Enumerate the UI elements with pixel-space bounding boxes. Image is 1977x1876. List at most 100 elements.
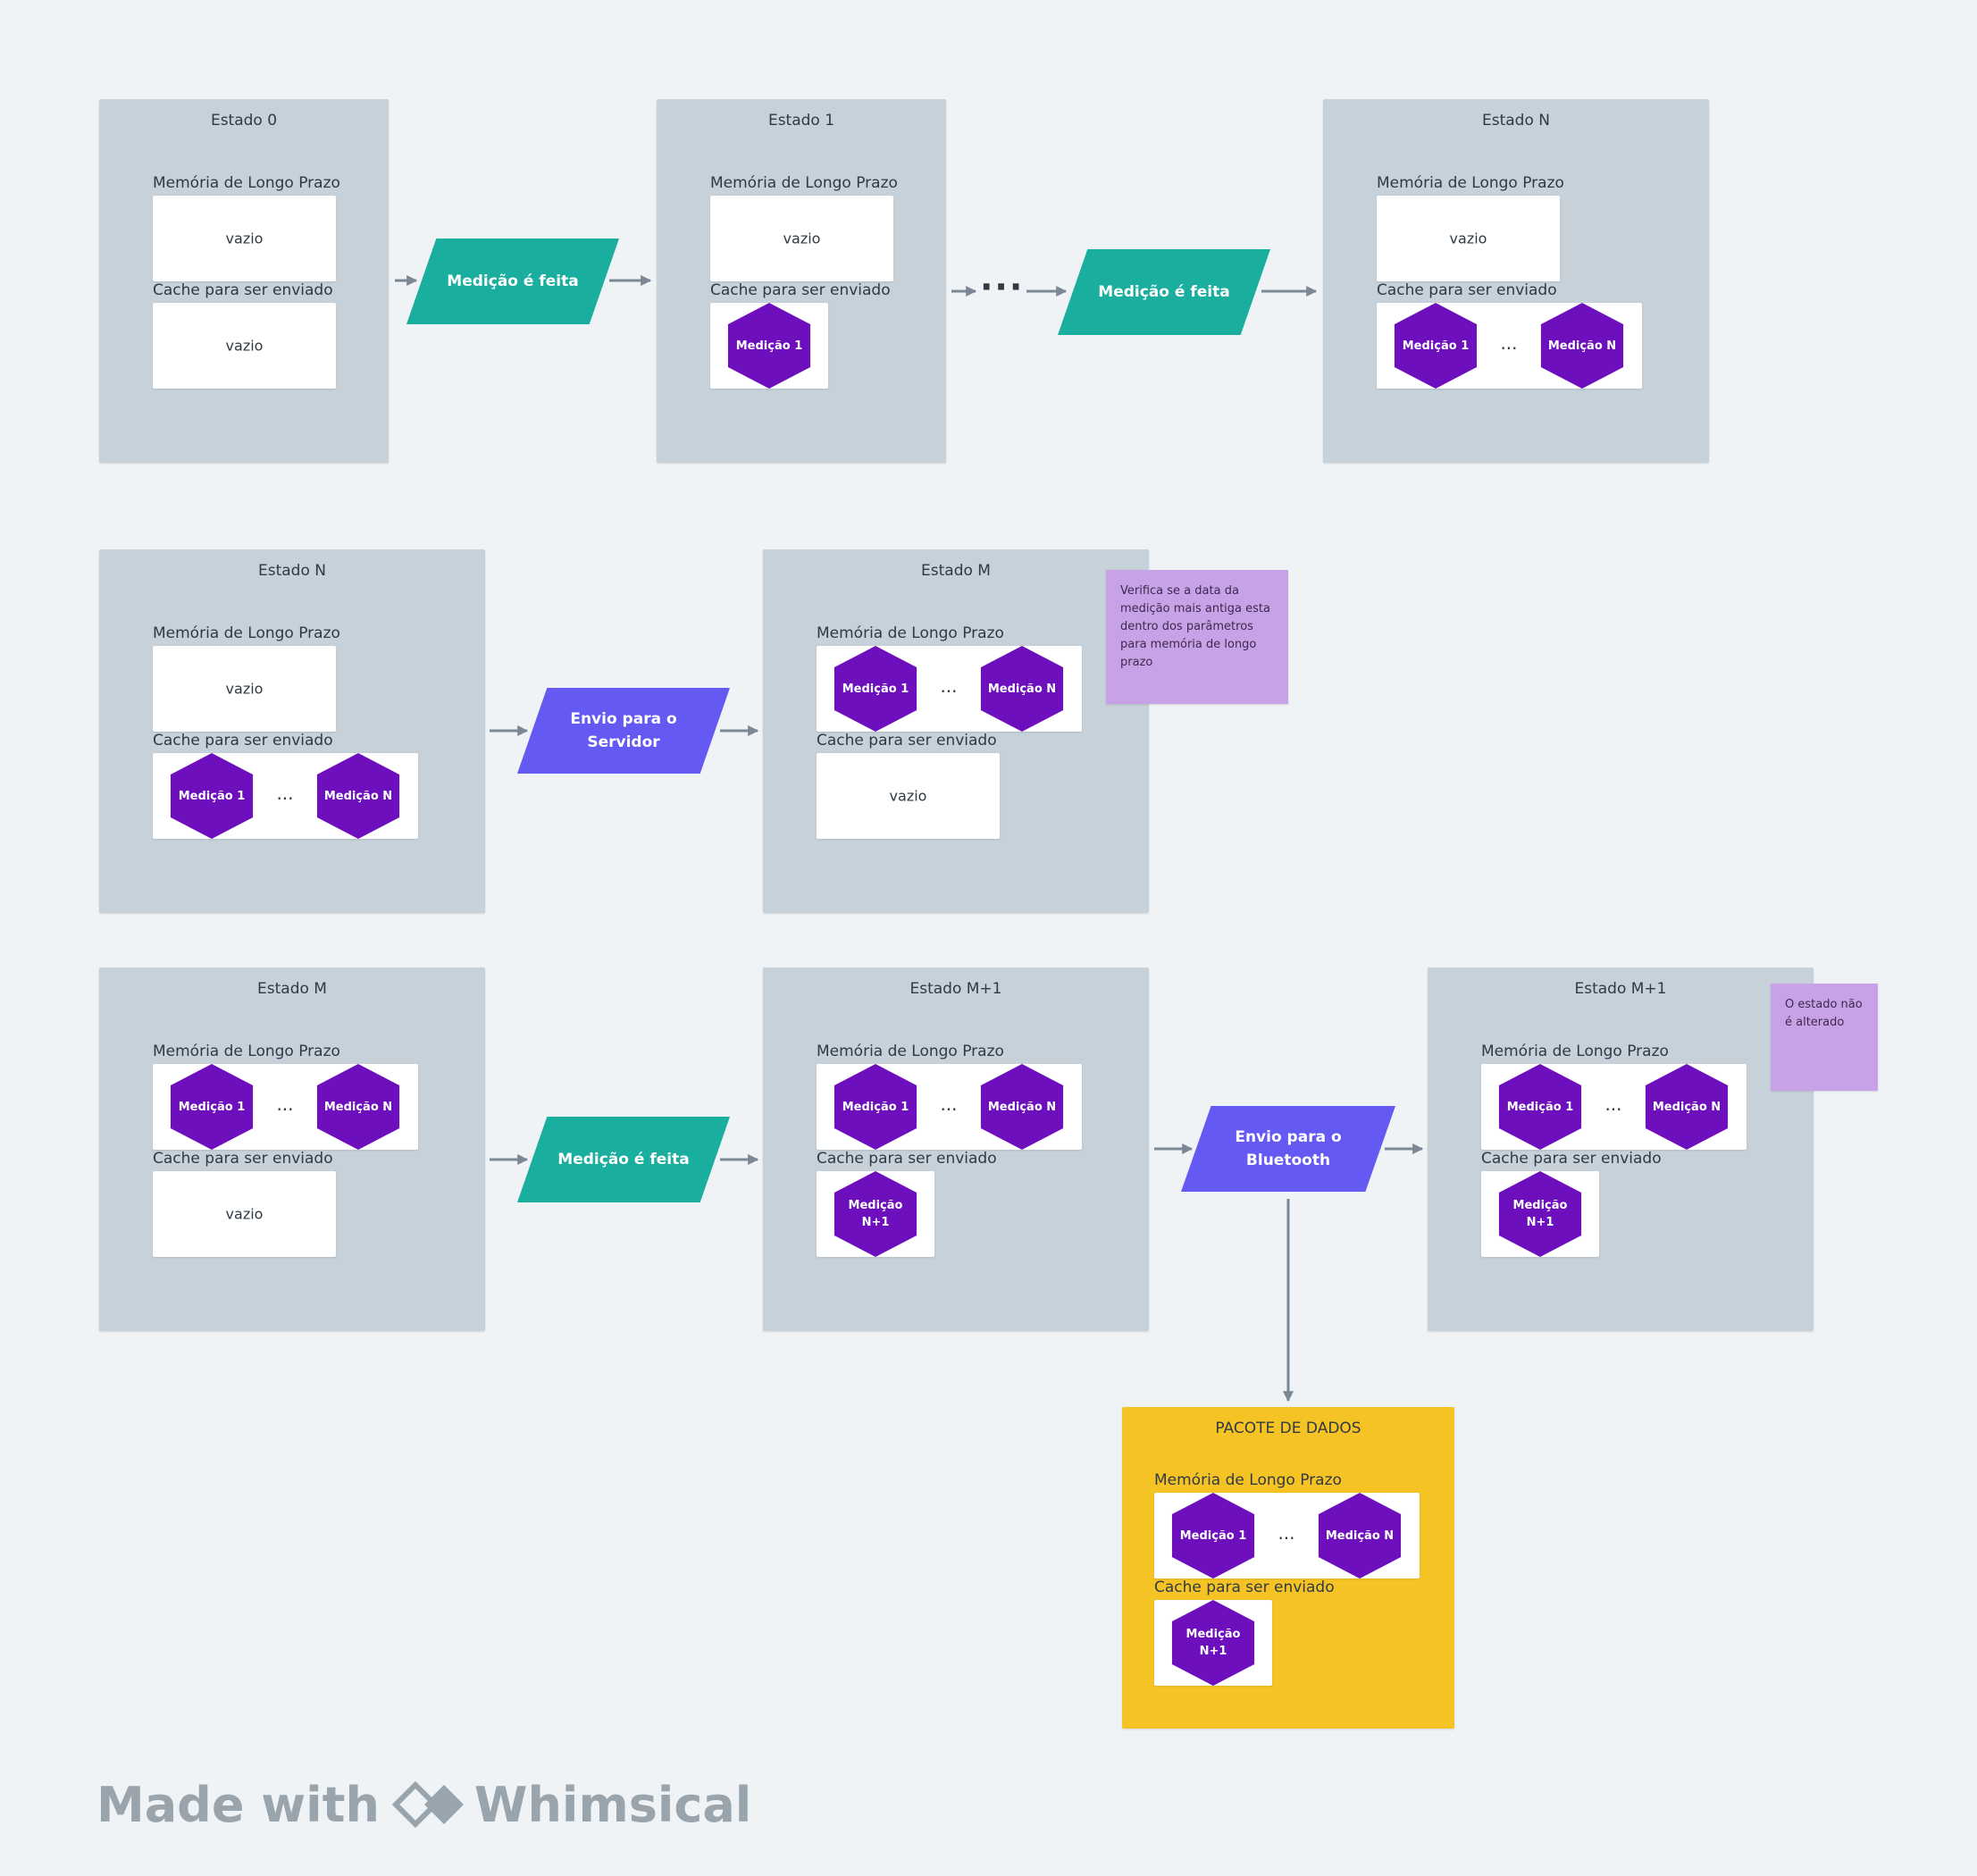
cache-label: Cache para ser enviado xyxy=(153,1150,333,1168)
package-title: PACOTE DE DADOS xyxy=(1215,1420,1361,1437)
cache-label: Cache para ser enviado xyxy=(1154,1579,1335,1596)
memoria-label: Memória de Longo Prazo xyxy=(153,624,340,642)
process-envio-servidor: Envio para o Servidor xyxy=(517,688,730,774)
cache-box: vazio xyxy=(153,1171,336,1257)
cache-box: Medição N+1 xyxy=(1154,1600,1272,1686)
hexagon-medicao-n-plus-1: Medição N+1 xyxy=(834,1171,917,1257)
flow-ellipsis: ··· xyxy=(980,267,1025,306)
ellipsis: ... xyxy=(940,675,958,697)
memoria-label: Memória de Longo Prazo xyxy=(153,1043,340,1060)
process-label: Medição é feita xyxy=(1098,283,1230,301)
process-medicao-feita: Medição é feita xyxy=(406,239,619,324)
hexagon-medicao-n: Medição N xyxy=(316,753,400,839)
empty-text: vazio xyxy=(1449,230,1487,247)
hexagon-medicao-1: Medição 1 xyxy=(834,646,917,732)
hexagon-medicao-n: Medição N xyxy=(1540,303,1624,389)
process-medicao-feita: Medição é feita xyxy=(1058,249,1270,335)
ellipsis: ... xyxy=(1604,1093,1622,1115)
empty-text: vazio xyxy=(225,1205,264,1223)
hexagon-medicao-1: Medição 1 xyxy=(170,1064,254,1150)
cache-label: Cache para ser enviado xyxy=(817,732,997,750)
state-estado-1: Estado 1 Memória de Longo Prazo vazio Ca… xyxy=(657,99,946,463)
cache-box: vazio xyxy=(817,753,1000,839)
cache-label: Cache para ser enviado xyxy=(710,281,891,299)
state-title: Estado M xyxy=(921,562,991,580)
sticky-note-verifica: Verifica se a data da medição mais antig… xyxy=(1106,570,1288,704)
cache-label: Cache para ser enviado xyxy=(817,1150,997,1168)
hexagon-medicao-1: Medição 1 xyxy=(1394,303,1478,389)
memoria-box: Medição 1 ... Medição N xyxy=(817,646,1082,732)
cache-box: vazio xyxy=(153,303,336,389)
cache-box: Medição 1 ... Medição N xyxy=(153,753,418,839)
state-title: Estado N xyxy=(258,562,326,580)
state-estado-m-plus-1: Estado M+1 Memória de Longo Prazo Mediçã… xyxy=(763,967,1149,1331)
memoria-label: Memória de Longo Prazo xyxy=(817,1043,1004,1060)
hexagon-medicao-1: Medição 1 xyxy=(1498,1064,1582,1150)
hexagon-medicao-n-plus-1: Medição N+1 xyxy=(1171,1600,1255,1686)
process-label: Envio para o Servidor xyxy=(570,710,677,751)
whimsical-watermark: Made with Whimsical xyxy=(96,1773,751,1836)
hexagon-medicao-n: Medição N xyxy=(1318,1493,1402,1579)
cache-box: Medição N+1 xyxy=(817,1171,934,1257)
hexagon-medicao-1: Medição 1 xyxy=(834,1064,917,1150)
memoria-box: vazio xyxy=(153,196,336,281)
ellipsis: ... xyxy=(276,1093,294,1115)
state-title: Estado 0 xyxy=(210,112,278,130)
state-title: Estado M+1 xyxy=(909,980,1002,998)
cache-box: Medição N+1 xyxy=(1481,1171,1599,1257)
state-estado-m-plus-1-2: Estado M+1 Memória de Longo Prazo Mediçã… xyxy=(1428,967,1814,1331)
data-package: PACOTE DE DADOS Memória de Longo Prazo M… xyxy=(1122,1407,1454,1729)
hexagon-medicao-n: Medição N xyxy=(980,646,1064,732)
hexagon-medicao-n: Medição N xyxy=(980,1064,1064,1150)
sticky-note-inalterado: O estado não é alterado xyxy=(1771,984,1878,1091)
state-estado-n-2: Estado N Memória de Longo Prazo vazio Ca… xyxy=(99,549,485,913)
state-title: Estado M xyxy=(257,980,327,998)
memoria-label: Memória de Longo Prazo xyxy=(153,174,340,192)
hexagon-medicao-1: Medição 1 xyxy=(1171,1493,1255,1579)
ellipsis: ... xyxy=(276,783,294,804)
state-estado-n: Estado N Memória de Longo Prazo vazio Ca… xyxy=(1323,99,1709,463)
ellipsis: ... xyxy=(1278,1522,1295,1544)
memoria-label: Memória de Longo Prazo xyxy=(817,624,1004,642)
empty-text: vazio xyxy=(889,787,927,805)
cache-label: Cache para ser enviado xyxy=(153,281,333,299)
cache-label: Cache para ser enviado xyxy=(1481,1150,1662,1168)
empty-text: vazio xyxy=(225,337,264,355)
hexagon-medicao-1: Medição 1 xyxy=(170,753,254,839)
state-title: Estado N xyxy=(1482,112,1550,130)
process-label: Medição é feita xyxy=(557,1151,690,1168)
whimsical-logo-icon xyxy=(391,1780,464,1829)
state-estado-m: Estado M Memória de Longo Prazo Medição … xyxy=(763,549,1149,913)
hexagon-medicao-n: Medição N xyxy=(316,1064,400,1150)
cache-box: Medição 1 xyxy=(710,303,828,389)
state-estado-m-2: Estado M Memória de Longo Prazo Medição … xyxy=(99,967,485,1331)
process-envio-bluetooth: Envio para o Bluetooth xyxy=(1181,1106,1395,1192)
cache-label: Cache para ser enviado xyxy=(1377,281,1557,299)
watermark-prefix: Made with xyxy=(96,1776,380,1833)
memoria-box: Medição 1 ... Medição N xyxy=(153,1064,418,1150)
empty-text: vazio xyxy=(225,680,264,698)
memoria-box: vazio xyxy=(710,196,893,281)
process-label: Envio para o Bluetooth xyxy=(1235,1128,1342,1169)
hexagon-medicao-n: Medição N xyxy=(1645,1064,1729,1150)
memoria-label: Memória de Longo Prazo xyxy=(710,174,898,192)
cache-box: Medição 1 ... Medição N xyxy=(1377,303,1642,389)
state-title: Estado 1 xyxy=(767,112,835,130)
cache-label: Cache para ser enviado xyxy=(153,732,333,750)
watermark-brand: Whimsical xyxy=(473,1776,752,1833)
process-medicao-feita: Medição é feita xyxy=(517,1117,730,1202)
memoria-box: Medição 1 ... Medição N xyxy=(1154,1493,1420,1579)
state-title: Estado M+1 xyxy=(1574,980,1667,998)
ellipsis: ... xyxy=(940,1093,958,1115)
memoria-box: Medição 1 ... Medição N xyxy=(1481,1064,1747,1150)
memoria-label: Memória de Longo Prazo xyxy=(1481,1043,1669,1060)
memoria-label: Memória de Longo Prazo xyxy=(1377,174,1564,192)
memoria-label: Memória de Longo Prazo xyxy=(1154,1471,1342,1489)
state-estado-0: Estado 0 Memória de Longo Prazo vazio Ca… xyxy=(99,99,389,463)
hexagon-medicao-1: Medição 1 xyxy=(727,303,811,389)
process-label: Medição é feita xyxy=(447,272,579,290)
hexagon-medicao-n-plus-1: Medição N+1 xyxy=(1498,1171,1582,1257)
empty-text: vazio xyxy=(225,230,264,247)
empty-text: vazio xyxy=(783,230,821,247)
